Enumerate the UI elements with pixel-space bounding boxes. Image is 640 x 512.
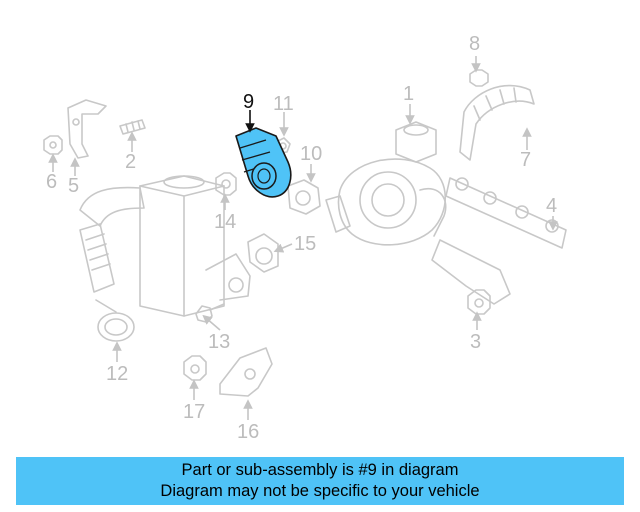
part-5-bracket [67, 99, 107, 159]
part-1-turbocharger [325, 121, 511, 305]
callout-1: 1 [403, 83, 414, 105]
callout-8: 8 [469, 33, 480, 55]
callout-14: 14 [214, 211, 236, 233]
banner-line-2: Diagram may not be specific to your vehi… [160, 482, 480, 500]
part-3-nut [467, 289, 491, 315]
part-14-nut [215, 172, 237, 196]
part-16-bracket [219, 347, 273, 397]
callout-15: 15 [294, 233, 316, 255]
callout-9: 9 [243, 91, 254, 113]
part-9-highlighted [235, 127, 292, 198]
callout-16: 16 [237, 421, 259, 443]
callout-labels: 1 2 3 4 5 6 7 8 9 10 11 12 13 14 15 16 1… [46, 33, 557, 443]
callout-5: 5 [68, 175, 79, 197]
part-6-nut [43, 135, 63, 155]
parts-diagram: 1 2 3 4 5 6 7 8 9 10 11 12 13 14 15 16 1… [43, 33, 567, 443]
callout-11: 11 [273, 93, 294, 115]
callout-10: 10 [300, 143, 322, 165]
callout-13: 13 [208, 331, 230, 353]
part-10-gasket [287, 179, 321, 215]
callout-2: 2 [125, 151, 136, 173]
part-8-bolt [469, 69, 489, 87]
part-7-heat-shield [459, 84, 535, 161]
callout-4: 4 [546, 195, 557, 217]
part-17-nut [183, 355, 207, 381]
banner-line-1: Part or sub-assembly is #9 in diagram [181, 461, 459, 479]
callout-17: 17 [183, 401, 205, 423]
part-4-gasket [445, 177, 567, 249]
callout-6: 6 [46, 171, 57, 193]
part-12-exhaust-pipe [79, 186, 145, 342]
callout-7: 7 [520, 149, 531, 171]
leader-lines [48, 56, 558, 420]
catalytic-converter [139, 175, 251, 317]
callout-12: 12 [106, 363, 128, 385]
callout-3: 3 [470, 331, 481, 353]
part-2-stud [119, 119, 146, 135]
part-15-gasket [247, 233, 279, 273]
info-banner: Part or sub-assembly is #9 in diagram Di… [16, 457, 624, 505]
